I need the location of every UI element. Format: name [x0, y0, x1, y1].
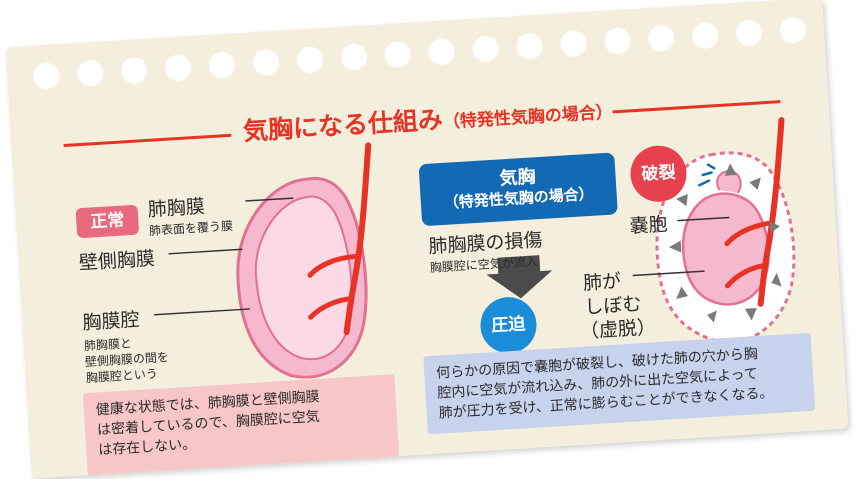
bronchus-main — [343, 142, 372, 336]
leader-cavity — [154, 308, 251, 316]
leader-lung — [632, 270, 705, 277]
label-cyst: 嚢胞 — [629, 213, 669, 238]
pressure-arrows — [669, 163, 782, 323]
normal-lung-illustration — [154, 142, 372, 379]
explanation-card: 気胸になる仕組み（特発性気胸の場合） 正常 肺胸膜 肺表面を覆う膜 壁側胸膜 胸… — [5, 0, 849, 479]
badge-pneumothorax: 気胸 （特発性気胸の場合） — [418, 152, 618, 227]
leader-cyst — [677, 216, 730, 222]
bronchus-branch-upper — [307, 253, 360, 278]
bronchus-branch-lower — [308, 296, 355, 320]
rupture-marks — [698, 163, 716, 187]
label-lung-collapse-3: （虚脱） — [579, 316, 657, 343]
lung-inner — [254, 195, 353, 361]
pneumo-bronchus-upper — [724, 220, 773, 247]
down-arrow — [486, 255, 553, 299]
collapsed-lung — [682, 192, 770, 306]
pneumo-bronchus-main — [757, 117, 785, 307]
leader-visceral — [245, 197, 294, 202]
pneumo-bronchus-lower — [724, 262, 768, 289]
leader-parietal — [168, 248, 243, 255]
